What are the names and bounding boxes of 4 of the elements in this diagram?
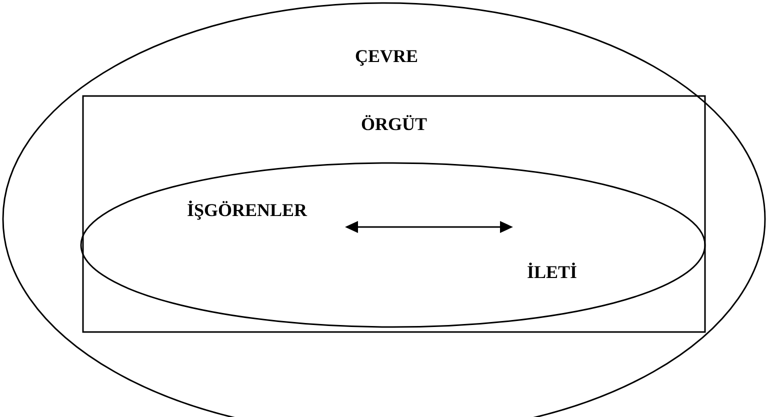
node-label: İLETİ	[527, 262, 578, 283]
node-label: ÖRGÜT	[361, 114, 428, 135]
node-label: İŞGÖRENLER	[187, 200, 308, 221]
node-label: ÇEVRE	[355, 46, 418, 67]
